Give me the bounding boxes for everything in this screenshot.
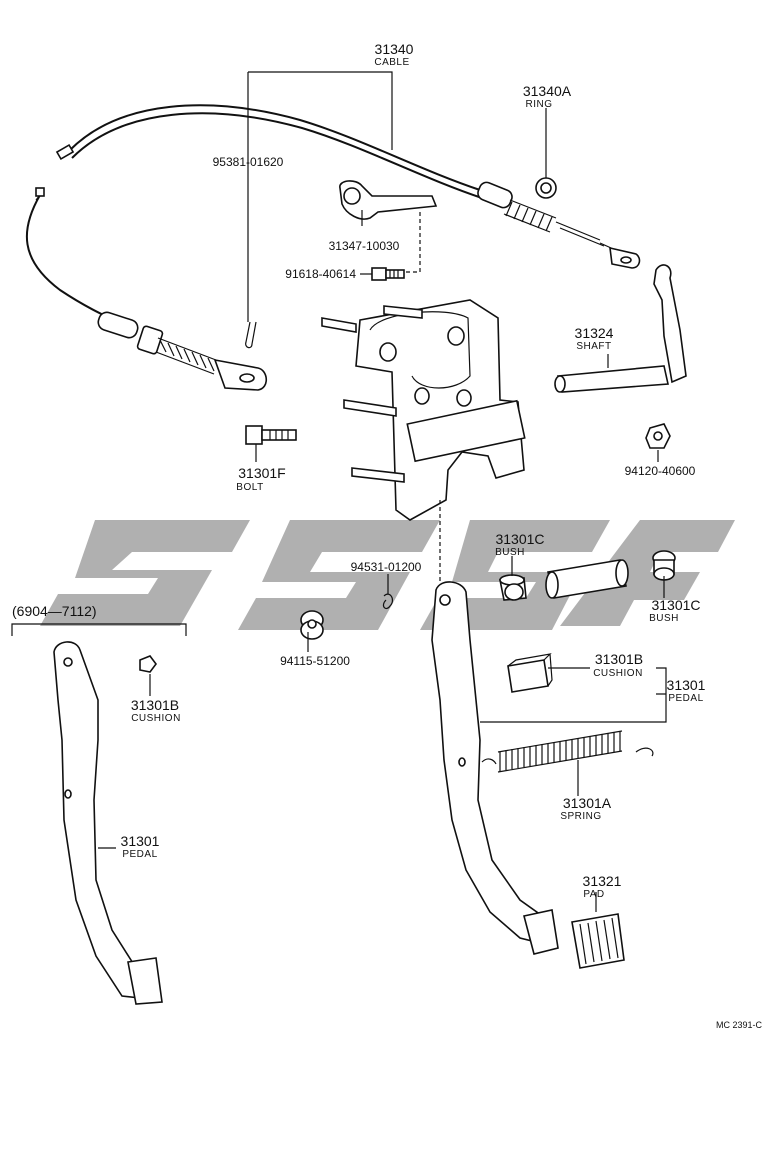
ring-part bbox=[535, 177, 557, 199]
callout-31301A: 31301A SPRING bbox=[560, 795, 611, 822]
nut-part bbox=[645, 423, 671, 449]
callout-31321: 31321 PAD bbox=[583, 873, 622, 900]
callout-31347-10030: 31347-10030 bbox=[329, 239, 400, 253]
callout-94120-40600: 94120-40600 bbox=[625, 464, 696, 478]
part-number: 31340 bbox=[375, 41, 414, 57]
part-description: SHAFT bbox=[576, 341, 611, 352]
part-number: 91618-40614 bbox=[285, 267, 356, 281]
bush-part-top bbox=[499, 574, 527, 601]
svg-text:MC 2391-C: MC 2391-C bbox=[716, 1020, 763, 1030]
part-number: 94531-01200 bbox=[351, 560, 422, 574]
callout-31340: 31340 CABLE bbox=[374, 41, 413, 68]
pad-part bbox=[571, 913, 625, 969]
callout-94115-51200: 94115-51200 bbox=[280, 654, 350, 668]
callout-31301B-left: 31301B CUSHION bbox=[131, 697, 181, 724]
callout-95381-01620: 95381-01620 bbox=[213, 155, 284, 169]
part-number: 31301F bbox=[238, 465, 285, 481]
part-description: BUSH bbox=[649, 613, 679, 624]
leader-lines bbox=[11, 71, 667, 912]
callout-94531-01200: 94531-01200 bbox=[351, 560, 422, 574]
bush-part-right bbox=[652, 550, 676, 581]
part-number: 31301C bbox=[651, 597, 700, 613]
cushion-part-right bbox=[507, 653, 553, 693]
cushion-part-left bbox=[139, 655, 157, 673]
bolt-part bbox=[245, 425, 297, 445]
nut-large-part bbox=[300, 610, 324, 640]
callout-31301C-top: 31301C BUSH bbox=[495, 531, 544, 558]
cable-upper-spring bbox=[503, 199, 557, 233]
pedal-bracket bbox=[321, 299, 526, 582]
shaft-part bbox=[554, 264, 687, 393]
part-description: BUSH bbox=[495, 547, 525, 558]
part-description: PAD bbox=[583, 889, 604, 900]
callout-31324: 31324 SHAFT bbox=[575, 325, 614, 352]
part-number: 31301B bbox=[595, 651, 643, 667]
part-description: CUSHION bbox=[131, 713, 181, 724]
callout-31301-right: 31301 PEDAL bbox=[667, 677, 706, 704]
clip-part bbox=[382, 593, 394, 610]
part-number: 31301 bbox=[121, 833, 160, 849]
part-description: CUSHION bbox=[593, 668, 643, 679]
part-number: 31321 bbox=[583, 873, 622, 889]
cable-left-spring bbox=[155, 337, 217, 375]
spring-part bbox=[481, 730, 654, 773]
date-range-label: (6904—7112) bbox=[12, 603, 97, 619]
part-description: SPRING bbox=[560, 811, 601, 822]
clip-bracket-part bbox=[339, 180, 438, 273]
part-number: 95381-01620 bbox=[213, 155, 284, 169]
part-number: 31324 bbox=[575, 325, 614, 341]
callout-31301F: 31301F BOLT bbox=[236, 465, 285, 493]
part-number: 31347-10030 bbox=[329, 239, 400, 253]
part-number: 94120-40600 bbox=[625, 464, 696, 478]
part-number: 31301B bbox=[131, 697, 179, 713]
callout-31340A: 31340A RING bbox=[523, 83, 572, 110]
part-description: PEDAL bbox=[122, 849, 157, 860]
cable-upper bbox=[55, 104, 641, 269]
part-number: 31301 bbox=[667, 677, 706, 693]
pedal-right bbox=[431, 581, 559, 955]
part-description: BOLT bbox=[236, 482, 263, 493]
part-number: 94115-51200 bbox=[280, 654, 350, 668]
screw-part bbox=[371, 267, 405, 281]
part-description: PEDAL bbox=[668, 693, 703, 704]
svg-text:(6904—7112): (6904—7112) bbox=[12, 603, 97, 619]
part-description: CABLE bbox=[374, 57, 409, 68]
part-number: 31301C bbox=[495, 531, 544, 547]
part-number: 31301A bbox=[563, 795, 612, 811]
callout-31301C-right: 31301C BUSH bbox=[649, 597, 700, 624]
part-number: 31340A bbox=[523, 83, 572, 99]
collar-sleeve-part bbox=[545, 559, 629, 599]
pedal-left bbox=[53, 641, 163, 1005]
part-description: RING bbox=[526, 99, 553, 110]
figure-code-label: MC 2391-C bbox=[716, 1020, 763, 1030]
cable-left-assembly bbox=[26, 187, 268, 391]
cotter-pin-part bbox=[245, 321, 257, 349]
callout-91618-40614: 91618-40614 bbox=[285, 267, 356, 281]
callout-31301B-right: 31301B CUSHION bbox=[593, 651, 643, 679]
callout-31301-left: 31301 PEDAL bbox=[121, 833, 160, 860]
